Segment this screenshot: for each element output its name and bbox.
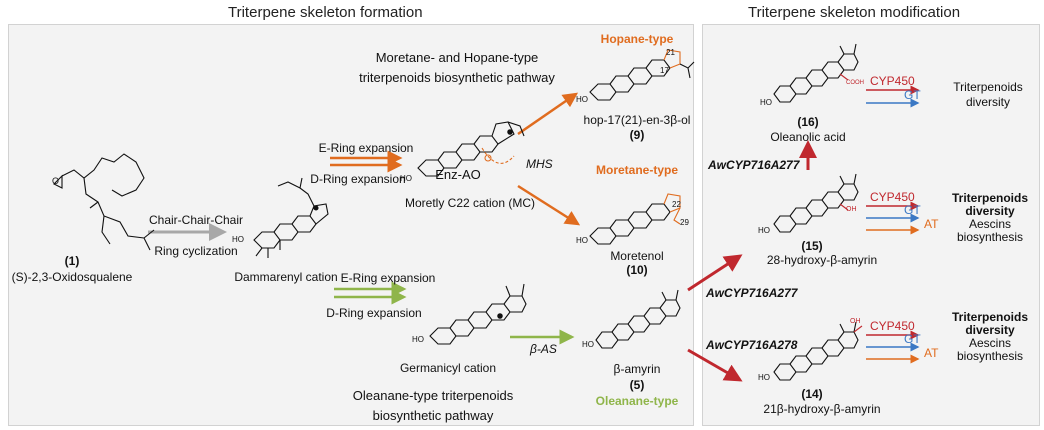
header-formation: Triterpene skeleton formation xyxy=(228,4,423,21)
header-modification: Triterpene skeleton modification xyxy=(748,4,961,21)
compound-10-name: Moretenol xyxy=(610,249,664,263)
beta-amyrin-ho: HO xyxy=(582,340,594,349)
germanicyl-name: Germanicyl cation xyxy=(399,361,497,375)
compound-15-name: 28-hydroxy-β-amyrin xyxy=(766,253,878,267)
dammarenyl-ho: HO xyxy=(232,235,244,244)
reaction-chair: Chair-Chair-Chair xyxy=(148,213,244,227)
compound-14-number: (14) xyxy=(801,387,823,401)
hopene-structure xyxy=(589,49,695,101)
reaction-beta-as: β-AS xyxy=(530,342,557,356)
enzyme-gt-c: GT xyxy=(904,332,921,346)
compound-1-number: (1) xyxy=(64,254,80,268)
compound-9-name: hop-17(21)-en-3β-ol xyxy=(583,113,691,127)
oleanolic-cooh: COOH xyxy=(846,80,864,86)
germanicyl-ho: HO xyxy=(412,335,424,344)
enzyme-cyp450-c: CYP450 xyxy=(870,319,915,333)
compound-5-name: β-amyrin xyxy=(613,362,661,376)
moretenol-structure xyxy=(589,193,681,245)
compound-9-number: (9) xyxy=(629,128,645,142)
moretenol-ho: HO xyxy=(576,236,588,245)
enzyme-at-b: AT xyxy=(924,217,939,231)
outcome-2-line-1: Triterpenoids xyxy=(951,191,1029,205)
hydroxy28-oh: OH xyxy=(846,206,857,213)
compound-5-number: (5) xyxy=(629,378,645,392)
compound-10-number: (10) xyxy=(626,263,648,277)
type-hopane: Hopane-type xyxy=(600,32,674,46)
beta-amyrin-structure xyxy=(595,289,681,349)
reaction-ring-cyclization: Ring cyclization xyxy=(154,244,238,258)
mc-name: Moretly C22 cation (MC) xyxy=(404,196,536,210)
epoxide-oxygen: O xyxy=(52,176,60,186)
hydroxy21-structure xyxy=(773,321,863,381)
type-oleanane: Oleanane-type xyxy=(595,394,679,408)
hopene-label-21: 21 xyxy=(666,48,675,57)
dammarenyl-structure xyxy=(253,177,329,258)
hydroxy21-oh: OH xyxy=(850,318,861,325)
outcome-3-line-2: diversity xyxy=(965,323,1015,337)
type-moretane: Moretane-type xyxy=(595,163,679,177)
pathway-oleanane: Oleanane-type triterpenoids biosynthetic… xyxy=(352,388,514,423)
outcome-3-line-4: biosynthesis xyxy=(956,349,1024,363)
outcome-2-line-2: diversity xyxy=(965,204,1015,218)
enzyme-cyp716a277-up: AwCYP716A277 xyxy=(708,158,800,172)
arrow-to-moretenol xyxy=(517,184,581,226)
enzyme-gt-a: GT xyxy=(904,88,921,102)
enzyme-cyp716a277-mid: AwCYP716A277 xyxy=(706,286,798,300)
germanicyl-structure xyxy=(429,283,527,345)
compound-15-number: (15) xyxy=(801,239,823,253)
oleanolic-ho: HO xyxy=(760,98,772,107)
reaction-d-ring-top: D-Ring expansion xyxy=(310,172,406,186)
enzyme-cyp716a278: AwCYP716A278 xyxy=(706,338,798,352)
hydroxy21-ho: HO xyxy=(758,373,770,382)
compound-16-name: Oleanolic acid xyxy=(770,130,846,144)
hopene-label-17: 17 xyxy=(660,66,669,75)
enzyme-cyp450-a: CYP450 xyxy=(870,74,915,88)
moretenol-label-29: 29 xyxy=(680,218,689,227)
arrow-to-c14 xyxy=(687,348,743,382)
hopene-ho: HO xyxy=(576,95,588,104)
reaction-e-ring-bottom: E-Ring expansion xyxy=(340,271,436,285)
enzyme-cyp450-b: CYP450 xyxy=(870,190,915,204)
moretenol-label-22: 22 xyxy=(672,200,681,209)
compound-16-number: (16) xyxy=(797,115,819,129)
compound-14-name: 21β-hydroxy-β-amyrin xyxy=(763,402,881,416)
compound-1-name: (S)-2,3-Oxidosqualene xyxy=(11,270,133,284)
outcome-3-line-3: Aescins xyxy=(968,336,1012,350)
hydroxy28-structure xyxy=(773,173,859,233)
enzyme-gt-b: GT xyxy=(904,203,921,217)
outcome-1-line-1: Triterpenoids xyxy=(953,80,1023,94)
outcome-2-line-3: Aescins xyxy=(968,217,1012,231)
dammarenyl-name: Dammarenyl cation xyxy=(234,270,338,284)
outcome-1-line-2: diversity xyxy=(965,95,1010,109)
moretly-cation-structure xyxy=(417,121,525,177)
outcome-3: Triterpenoids diversity Aescins biosynth… xyxy=(952,311,1028,363)
arrow-to-c15 xyxy=(687,254,743,292)
oxidosqualene-structure xyxy=(53,153,155,251)
outcome-3-line-1: Triterpenoids xyxy=(951,310,1029,324)
enzyme-at-c: AT xyxy=(924,346,939,360)
outcome-2: Triterpenoids diversity Aescins biosynth… xyxy=(952,192,1028,244)
reaction-e-ring-top: E-Ring expansion xyxy=(318,141,414,155)
reaction-mhs: MHS xyxy=(526,157,553,171)
enz-ao-name: Enz-AO xyxy=(435,167,481,182)
mc-ho: HO xyxy=(400,174,412,183)
oleanolic-acid-structure xyxy=(773,43,859,103)
reaction-d-ring-bottom: D-Ring expansion xyxy=(326,306,422,320)
outcome-1: Triterpenoids diversity xyxy=(953,80,1023,110)
pathway-moretane-hopane: Moretane- and Hopane-type triterpenoids … xyxy=(359,50,555,85)
hydroxy28-ho: HO xyxy=(758,226,770,235)
outcome-2-line-4: biosynthesis xyxy=(956,230,1024,244)
arrow-to-hopene xyxy=(517,92,579,136)
